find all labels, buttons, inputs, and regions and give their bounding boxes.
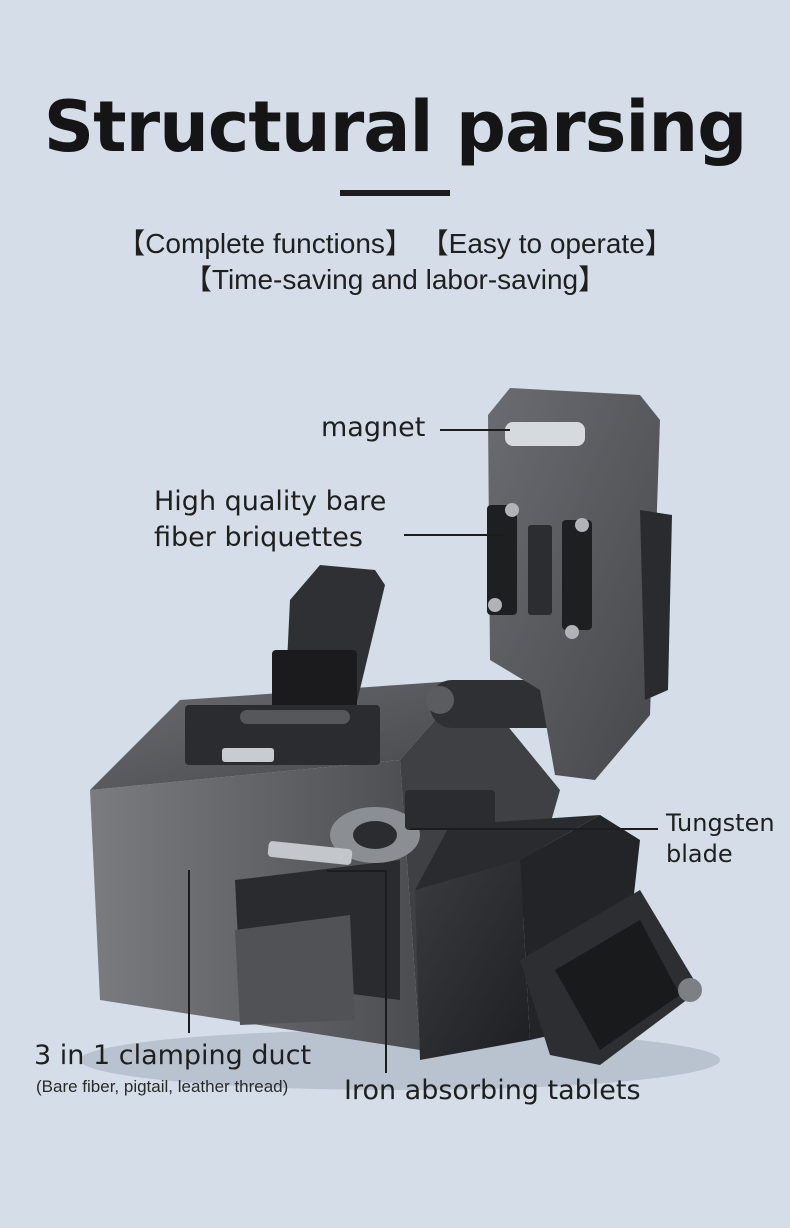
clamping-duct-insert [235,915,355,1025]
label-iron-tablets: Iron absorbing tablets [344,1075,641,1106]
left-clamp-roller [240,710,350,724]
label-briquettes-line-1: High quality bare [154,486,387,517]
briquette-left [487,505,517,615]
upper-lid-back [640,510,672,700]
iron-absorbing-tablet [267,841,353,865]
label-blade-line-1: Tungsten [666,809,775,837]
tagline-line-1: 【Complete functions】 【Easy to operate】 [117,228,673,259]
clamping-duct-leader-line [188,870,190,1033]
fiber-cleaver-illustration [80,388,720,1090]
blade-clamp [405,790,495,830]
label-clamping-duct-sub: (Bare fiber, pigtail, leather thread) [36,1077,289,1096]
label-blade-line-2: blade [666,840,733,868]
screw-3 [488,598,502,612]
label-clamping-duct: 3 in 1 clamping duct [34,1040,312,1071]
waste-box-front [415,860,530,1060]
waste-box-top [415,815,600,890]
iron-tablet-leader-vertical [385,870,387,1073]
screw-2 [575,518,589,532]
waste-box-window [555,920,680,1050]
briquettes-leader-line [404,534,504,536]
blade-leader-line [410,828,658,830]
magnet-bar [505,422,585,446]
blade-hub [353,821,397,849]
title-underline [340,190,450,196]
label-magnet: magnet [321,412,426,443]
iron-tablet-leader-horizontal [327,870,387,872]
tagline-line-2: 【Time-saving and labor-saving】 [183,264,607,295]
label-briquettes-line-2: fiber briquettes [154,522,363,553]
screw-1 [505,503,519,517]
screw-4 [565,625,579,639]
page-title: Structural parsing [43,86,748,168]
small-magnet-left [222,748,274,762]
lid-knob [678,978,702,1002]
magnet-leader-line [440,429,510,431]
left-clamp-pad [272,650,357,710]
hinge-knob [426,686,454,714]
briquette-center [528,525,552,615]
briquette-right [562,520,592,630]
